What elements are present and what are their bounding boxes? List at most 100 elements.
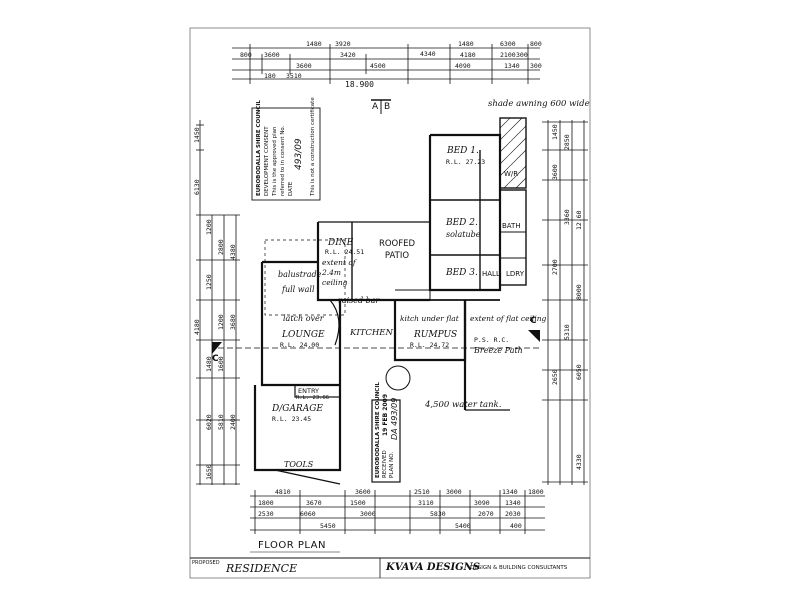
- bottom-dim-3: 2510: [414, 488, 430, 496]
- shade-awning-note: shade awning 600 wide: [488, 99, 590, 109]
- left-dim-11: 1600: [217, 356, 225, 372]
- stamp1-line1: EUROBODALLA SHIRE COUNCIL: [256, 100, 262, 196]
- room-rumpus-name: RUMPUS: [414, 330, 458, 340]
- top-dim-small-8: 300: [530, 62, 542, 70]
- top-dim-small-7: 180: [264, 72, 276, 80]
- room-entry-name: ENTRY: [298, 387, 320, 395]
- top-dim-1: 3920: [335, 40, 351, 48]
- bottom-dim-19: 5450: [320, 522, 336, 530]
- room-wir: W/R: [504, 170, 519, 178]
- left-dim-13: 2400: [229, 414, 237, 430]
- council-approval-stamp: EUROBODALLA SHIRE COUNCIL DEVELOPMENT CO…: [254, 97, 320, 200]
- top-dim-small-2: 1480: [458, 40, 474, 48]
- top-dim-4: 3600: [264, 51, 280, 59]
- room-bed2-note: solatube: [446, 230, 481, 239]
- bottom-dim-16: 5830: [430, 510, 446, 518]
- right-dimension-lines: [542, 120, 588, 485]
- room-bed2-name: BED 2.: [446, 218, 478, 228]
- left-dim-9: 1200: [217, 314, 225, 330]
- stamp1-line5: DATE: [288, 181, 294, 196]
- bottom-dim-1: 4810: [275, 488, 291, 496]
- water-tank: [385, 365, 411, 391]
- room-lounge-rl: R.L. 24.00: [280, 341, 320, 349]
- left-dim-5: 4380: [229, 244, 237, 260]
- left-dim-15: 1650: [205, 464, 213, 480]
- top-dim-3: 6300: [500, 40, 516, 48]
- bottom-dim-6: 1800: [528, 488, 544, 496]
- ceiling-extent-note: extent of 2.4m ceiling: [322, 258, 356, 287]
- stamp1-handwriting: 493/09: [294, 138, 304, 170]
- bottom-dim-14: 6060: [300, 510, 316, 518]
- stamp2-line2: RECEIVED: [382, 450, 388, 478]
- residence-label: RESIDENCE: [226, 562, 298, 575]
- section-c-left-marker: [212, 342, 222, 354]
- section-c-right-label: C: [530, 316, 537, 326]
- bottom-dim-2: 3600: [355, 488, 371, 496]
- top-dim-small-1: 1480: [306, 40, 322, 48]
- raised-bar-curve: [329, 299, 340, 346]
- stamp2-handwriting: DA 493/09: [390, 397, 399, 440]
- right-dim-7: 8000: [575, 284, 583, 300]
- right-dim-4: 3360: [563, 209, 571, 225]
- kitchen-note: kitch under flat: [400, 314, 459, 323]
- latch-over-note: latch over: [283, 314, 324, 323]
- stamp1-line6: This is not a construction certificate: [310, 97, 316, 196]
- section-c-left-label: C: [212, 354, 219, 364]
- top-dim-small-3: 800: [530, 40, 542, 48]
- top-dim-6: 4180: [460, 51, 476, 59]
- left-dim-12: 5810: [217, 414, 225, 430]
- designer-name: KVAVA DESIGNS: [386, 562, 481, 573]
- top-total-dim: 18.900: [345, 80, 374, 89]
- left-dim-7: 3680: [229, 314, 237, 330]
- room-garage-name: D/GARAGE: [272, 404, 323, 414]
- bottom-dim-13: 2530: [258, 510, 274, 518]
- right-dim-9: 6050: [575, 364, 583, 380]
- right-dim-1: 1450: [551, 124, 559, 140]
- bottom-dim-8: 3670: [306, 499, 322, 507]
- section-label-b: B: [384, 102, 391, 112]
- stamp2-date: 19 FEB 2009: [382, 394, 389, 436]
- section-c-right-marker: [528, 330, 540, 342]
- stamp1-line4: referred to in consent No.: [280, 125, 286, 196]
- room-dine-rl: R.L. 24.51: [325, 248, 365, 256]
- left-dim-4: 2800: [217, 239, 225, 255]
- bottom-dim-17: 2070: [478, 510, 494, 518]
- room-roofed-patio: ROOFED PATIO: [378, 239, 416, 261]
- right-dim-2: 2850: [563, 134, 571, 150]
- room-kitchen: KITCHEN: [350, 328, 393, 338]
- raised-bar-note: raised bar: [338, 296, 380, 305]
- room-entry-rl: R.L. 23.66: [296, 395, 330, 401]
- council-received-stamp: EUROBODALLA SHIRE COUNCIL RECEIVED PLAN …: [374, 382, 400, 480]
- room-bed3-name: BED 3.: [446, 268, 478, 278]
- bottom-dim-21: 400: [510, 522, 522, 530]
- room-ldry: LDRY: [506, 270, 524, 278]
- bottom-dim-4: 3000: [446, 488, 462, 496]
- top-dim-5: 3420: [340, 51, 356, 59]
- room-tools: TOOLS: [284, 460, 314, 469]
- bottom-dim-18: 2030: [505, 510, 521, 518]
- right-dim-11: 4330: [575, 454, 583, 470]
- left-dim-2: 6130: [193, 179, 201, 195]
- balustrade-note: balustrade: [278, 270, 322, 279]
- top-dim-2: 4340: [420, 50, 436, 58]
- awning-hatch: [499, 117, 527, 189]
- stamp1-line3: This is the approved plan: [272, 126, 278, 196]
- right-dim-8: 5310: [563, 324, 571, 340]
- left-dim-10: 1480: [205, 356, 213, 372]
- right-dim-6: 2700: [551, 259, 559, 275]
- room-dine-name: DINE: [328, 238, 354, 248]
- bottom-dim-15: 3000: [360, 510, 376, 518]
- top-dim-9: 4500: [370, 62, 386, 70]
- bottom-dim-9: 1500: [350, 499, 366, 507]
- proposed-label: PROPOSED: [192, 560, 220, 566]
- left-dim-3: 1200: [205, 219, 213, 235]
- top-dim-small-4: 800: [240, 51, 252, 59]
- full-wall-note: full wall: [282, 285, 315, 294]
- left-dim-8: 4180: [193, 319, 201, 335]
- bottom-dim-10: 3110: [418, 499, 434, 507]
- stamp1-line2: DEVELOPMENT CONSENT: [264, 126, 270, 196]
- bottom-dim-12: 1340: [505, 499, 521, 507]
- bottom-dim-20: 5400: [455, 522, 471, 530]
- building-outline: [253, 117, 527, 485]
